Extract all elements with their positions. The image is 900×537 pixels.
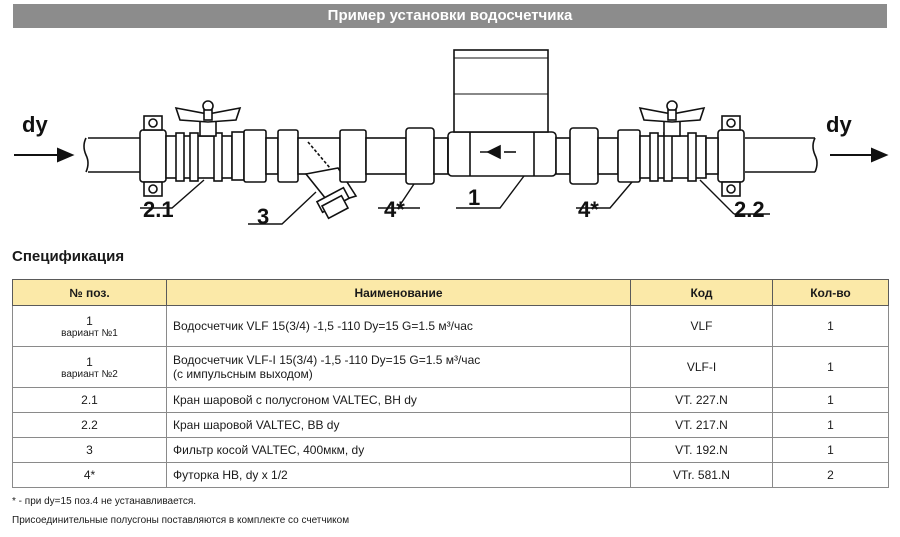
table-row: 2.2 Кран шаровой VALTEC, ВВ dy VT. 217.N… bbox=[12, 412, 889, 438]
label-pos-4-left: 4* bbox=[384, 197, 405, 222]
footnote-1: * - при dy=15 поз.4 не устанавливается. bbox=[12, 496, 197, 507]
col-pos-header: № поз. bbox=[12, 279, 167, 306]
row-name: Фильтр косой VALTEC, 400мкм, dy bbox=[166, 437, 631, 463]
row-qty: 2 bbox=[772, 462, 889, 488]
row-pos: 2.2 bbox=[12, 412, 167, 438]
row-code: VLF-I bbox=[630, 346, 773, 388]
label-dy-right: dy bbox=[826, 112, 852, 137]
row-qty: 1 bbox=[772, 437, 889, 463]
table-row: 3 Фильтр косой VALTEC, 400мкм, dy VT. 19… bbox=[12, 437, 889, 463]
row-pos: 2.1 bbox=[12, 387, 167, 413]
water-meter-installation-diagram: dy dy 2.1 3 4* 1 4* 2.2 bbox=[14, 49, 889, 229]
row-name: Водосчетчик VLF-I 15(3/4) -1,5 -110 Dy=1… bbox=[166, 346, 631, 388]
footnote-2: Присоединительные полусгоны поставляются… bbox=[12, 515, 350, 526]
left-pipe bbox=[88, 137, 140, 173]
table-header-row: № поз. Наименование Код Кол-во bbox=[12, 279, 889, 306]
water-meter-counter bbox=[453, 49, 549, 133]
union-left bbox=[139, 129, 167, 183]
label-dy-left: dy bbox=[22, 112, 48, 137]
label-pos-4-right: 4* bbox=[578, 197, 599, 222]
label-pos-2-1: 2.1 bbox=[143, 197, 174, 222]
col-code-header: Код bbox=[630, 279, 773, 306]
row-name: Кран шаровой с полусгоном VALTEC, ВН dy bbox=[166, 387, 631, 413]
union-right bbox=[717, 129, 745, 183]
row-qty: 1 bbox=[772, 346, 889, 388]
row-name: Водосчетчик VLF 15(3/4) -1,5 -110 Dy=15 … bbox=[166, 305, 631, 347]
row-pos: 3 bbox=[12, 437, 167, 463]
row-pos: 4* bbox=[12, 462, 167, 488]
row-code: VT. 217.N bbox=[630, 412, 773, 438]
water-meter-body bbox=[447, 131, 557, 177]
row-qty: 1 bbox=[772, 412, 889, 438]
label-pos-3: 3 bbox=[257, 204, 269, 229]
label-pos-1: 1 bbox=[468, 185, 480, 210]
row-code: VT. 192.N bbox=[630, 437, 773, 463]
label-pos-2-2: 2.2 bbox=[734, 197, 765, 222]
page-title: Пример установки водосчетчика bbox=[13, 4, 887, 28]
spec-heading: Спецификация bbox=[12, 248, 125, 265]
row-qty: 1 bbox=[772, 305, 889, 347]
row-code: VTr. 581.N bbox=[630, 462, 773, 488]
row-code: VT. 227.N bbox=[630, 387, 773, 413]
row-qty: 1 bbox=[772, 387, 889, 413]
right-pipe bbox=[745, 137, 815, 173]
col-name-header: Наименование bbox=[166, 279, 631, 306]
row-name: Кран шаровой VALTEC, ВВ dy bbox=[166, 412, 631, 438]
row-code: VLF bbox=[630, 305, 773, 347]
table-row: 2.1 Кран шаровой с полусгоном VALTEC, ВН… bbox=[12, 387, 889, 413]
col-qty-header: Кол-во bbox=[772, 279, 889, 306]
table-row: 4* Футорка НВ, dy x 1/2 VTr. 581.N 2 bbox=[12, 462, 889, 488]
row-name: Футорка НВ, dy x 1/2 bbox=[166, 462, 631, 488]
